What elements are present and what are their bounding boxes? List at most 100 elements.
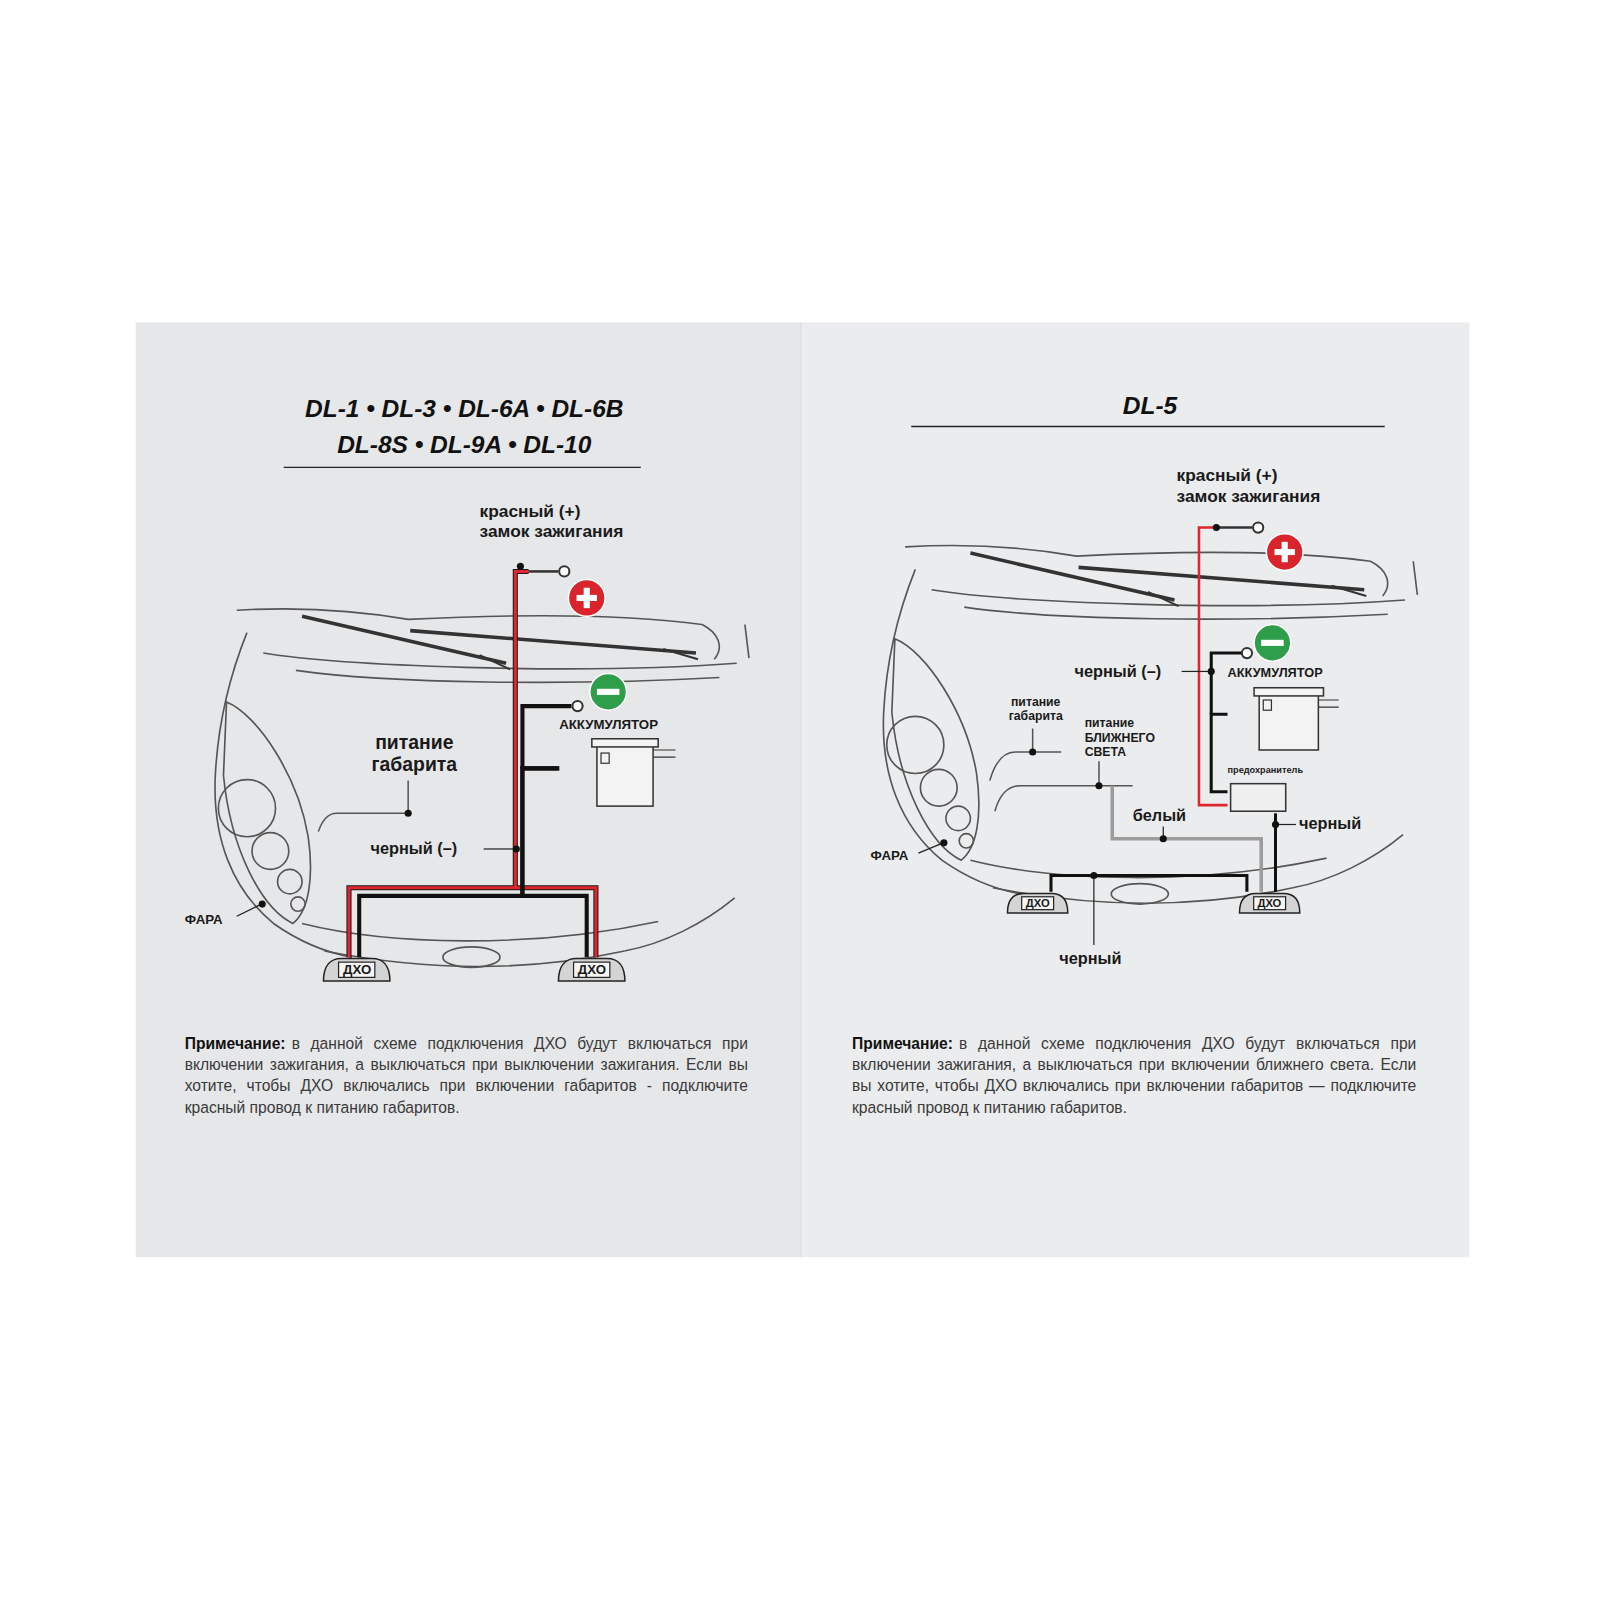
battery-lid xyxy=(1254,688,1323,696)
battery-body xyxy=(597,745,653,806)
battery-shelf xyxy=(653,750,675,757)
wire-label: питание габарита xyxy=(1007,695,1064,724)
wire-label: белый xyxy=(1133,806,1186,826)
drl-lamp-body xyxy=(324,959,390,982)
minus-sign xyxy=(590,673,627,710)
drl-lamp-label-box xyxy=(1253,897,1285,910)
drl-lamp-body xyxy=(1239,893,1299,912)
part-label: ФАРА xyxy=(185,912,223,928)
drl-lamp-body xyxy=(559,959,625,982)
note-paragraph: Примечание:в данной схеме подключения ДХ… xyxy=(852,1033,1416,1119)
fuse-box xyxy=(1231,784,1286,812)
wire-label: красный (+) замок зажигания xyxy=(1177,465,1323,506)
lamp-label: ДХО xyxy=(1257,897,1281,910)
lamp-label: ДХО xyxy=(1026,897,1050,910)
minus-sign xyxy=(597,689,619,695)
ring-terminal xyxy=(559,566,569,576)
car-front xyxy=(215,609,749,967)
minus-sign xyxy=(1254,624,1291,661)
black-wire xyxy=(1211,714,1227,792)
title-rule xyxy=(911,426,1384,427)
black-wire xyxy=(522,706,571,768)
leader-dot xyxy=(1095,782,1102,789)
drl-lamp-label-box xyxy=(339,962,375,977)
battery-shelf xyxy=(1318,700,1338,707)
red-wire xyxy=(349,571,596,957)
leader-dot xyxy=(517,563,524,570)
battery-lid xyxy=(592,739,658,747)
leader-line xyxy=(1093,879,1094,945)
black-wire xyxy=(1274,813,1277,892)
ring-terminal xyxy=(1242,648,1252,658)
parking-light-wire xyxy=(990,729,1061,781)
red-wire xyxy=(1199,528,1228,806)
part-label: ФАРА xyxy=(870,848,908,864)
leader-line xyxy=(1279,824,1296,825)
wire-label: черный (–) xyxy=(1074,662,1161,682)
ring-terminal xyxy=(1253,522,1263,532)
black-wire xyxy=(522,768,586,957)
plus-sign xyxy=(1282,542,1288,562)
plus-sign xyxy=(1266,534,1303,571)
wire-label: черный (–) xyxy=(370,839,457,859)
drl-lamp: ДХО xyxy=(1006,892,1069,914)
wire-label: питание габарита xyxy=(370,731,458,776)
battery-terminal xyxy=(601,753,609,763)
leader-dot xyxy=(1160,835,1167,842)
page-fold xyxy=(801,322,802,1257)
lamp-label: ДХО xyxy=(343,962,371,977)
drl-lamp: ДХО xyxy=(322,957,391,983)
wire-label: красный (+) замок зажигания xyxy=(480,501,626,542)
black-wire xyxy=(1051,876,1247,892)
leader-line xyxy=(1182,671,1209,672)
leaflet-page xyxy=(136,322,801,1257)
ring-terminal xyxy=(529,570,559,573)
plus-sign xyxy=(568,580,605,617)
part-label: предохранитель xyxy=(1228,765,1324,776)
drl-lamp: ДХО xyxy=(557,957,626,983)
black-wire xyxy=(1211,653,1242,714)
leader-dot xyxy=(513,845,520,852)
drl-lamp: ДХО xyxy=(1238,892,1301,914)
title-rule xyxy=(284,467,641,468)
lamp-label: ДХО xyxy=(578,962,606,977)
model-heading: DL-5 xyxy=(1123,392,1177,421)
leaflet-page xyxy=(801,322,1469,1257)
model-heading: DL-1 • DL-3 • DL-6A • DL-6B DL-8S • DL-9… xyxy=(304,391,625,462)
red-wire xyxy=(349,571,596,957)
leader-line xyxy=(484,848,514,849)
note-heading: Примечание: xyxy=(852,1035,953,1052)
drl-lamp-label-box xyxy=(574,962,610,977)
leader-dot xyxy=(1029,748,1036,755)
leader-dot xyxy=(1208,668,1215,675)
car-front xyxy=(883,546,1417,904)
fuse: предохранитель xyxy=(1228,765,1324,813)
wire-label: черный xyxy=(1299,814,1361,834)
leader-dot xyxy=(1213,524,1220,531)
part-label: АККУМУЛЯТОР xyxy=(1228,666,1342,681)
leader-dot xyxy=(259,901,266,908)
drl-lamp-label-box xyxy=(1022,897,1054,910)
battery: АККУМУЛЯТОР xyxy=(1228,666,1342,753)
wire-label: черный xyxy=(1059,949,1121,969)
drl-lamp-body xyxy=(1008,893,1068,912)
black-wire xyxy=(359,768,559,957)
leader-dot xyxy=(940,839,947,846)
part-label: АККУМУЛЯТОР xyxy=(559,717,683,732)
leader-dot xyxy=(405,810,412,817)
leader-line xyxy=(237,905,259,916)
plus-sign xyxy=(584,588,590,608)
leader-line xyxy=(918,844,940,853)
wire-label: питание БЛИЖНЕГО СВЕТА xyxy=(1085,716,1158,759)
battery: АККУМУЛЯТОР xyxy=(559,717,683,811)
parking-light-wire xyxy=(318,781,408,832)
ring-terminal xyxy=(1216,526,1252,529)
minus-sign xyxy=(1261,640,1283,646)
note-heading: Примечание: xyxy=(185,1035,286,1052)
battery-body xyxy=(1259,694,1318,750)
battery-terminal xyxy=(1263,700,1271,710)
ring-terminal xyxy=(572,701,582,711)
